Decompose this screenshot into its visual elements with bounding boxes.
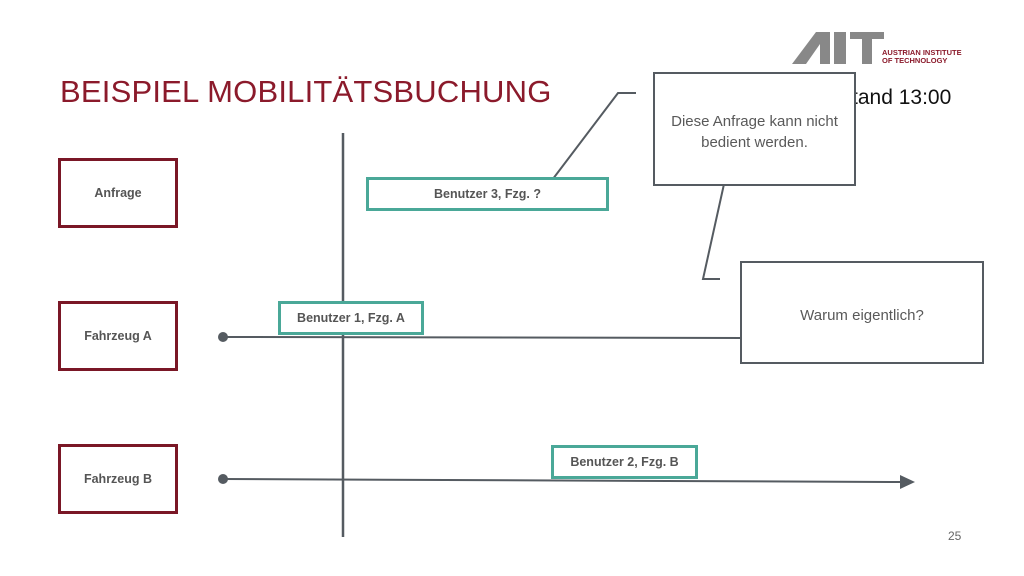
booking-benutzer-3: Benutzer 3, Fzg. ? bbox=[366, 177, 609, 211]
callout-question: Warum eigentlich? bbox=[740, 261, 984, 364]
callout-request: Diese Anfrage kann nicht bedient werden. bbox=[653, 72, 856, 186]
timeline-a-line bbox=[222, 336, 743, 339]
logo-text: AUSTRIAN INSTITUTE OF TECHNOLOGY bbox=[882, 49, 962, 65]
logo-line-1: AUSTRIAN INSTITUTE bbox=[882, 48, 962, 57]
page-title: BEISPIEL MOBILITÄTSBUCHUNG bbox=[60, 74, 552, 109]
row-label-fahrzeug-a: Fahrzeug A bbox=[58, 301, 178, 371]
timeline-b-line bbox=[222, 478, 903, 483]
booking-label: Benutzer 3, Fzg. ? bbox=[434, 187, 541, 201]
logo-line-2: OF TECHNOLOGY bbox=[882, 56, 948, 65]
row-label-fahrzeug-b: Fahrzeug B bbox=[58, 444, 178, 514]
timeline-b-arrowhead bbox=[900, 475, 915, 489]
callout-question-text: Warum eigentlich? bbox=[800, 307, 924, 324]
row-label-anfrage: Anfrage bbox=[58, 158, 178, 228]
stand-label: Stand 13:00 bbox=[838, 86, 952, 109]
row-label-text: Fahrzeug B bbox=[83, 472, 153, 486]
booking-label: Benutzer 2, Fzg. B bbox=[570, 455, 679, 469]
row-label-text: Anfrage bbox=[94, 186, 142, 200]
ait-logo bbox=[792, 32, 884, 64]
booking-benutzer-1: Benutzer 1, Fzg. A bbox=[278, 301, 424, 335]
booking-label: Benutzer 1, Fzg. A bbox=[297, 311, 405, 325]
row-label-text: Fahrzeug A bbox=[84, 329, 152, 343]
callout-request-text: Diese Anfrage kann nicht bedient werden. bbox=[671, 113, 838, 151]
callout-question-pointer bbox=[701, 165, 729, 280]
callout-request-pointer bbox=[539, 92, 636, 197]
page-number: 25 bbox=[948, 529, 962, 543]
booking-benutzer-2: Benutzer 2, Fzg. B bbox=[551, 445, 698, 479]
